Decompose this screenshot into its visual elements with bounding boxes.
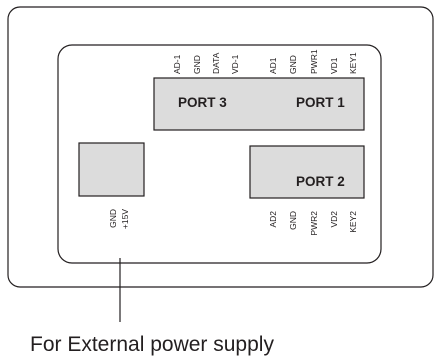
port-2-pin-pwr2: PWR2 [309, 211, 319, 236]
port-3-1-block [153, 77, 365, 131]
device-enclosure [7, 6, 434, 288]
external-power-caption: For External power supply [30, 333, 274, 356]
port-2-pin-key2: KEY2 [348, 211, 358, 233]
port-1-pin-vd1: VD1 [329, 57, 339, 74]
port-1-pin-gnd: GND [288, 55, 298, 74]
port-2-label: PORT 2 [296, 174, 345, 189]
port-3-label: PORT 3 [178, 95, 227, 110]
port-1-pin-ad1: AD1 [268, 57, 278, 74]
port-1-pin-key1: KEY1 [348, 52, 358, 74]
port-1-label: PORT 1 [296, 95, 345, 110]
power-pin-gnd: GND [108, 209, 118, 228]
port-3-pin-data: DATA [211, 52, 221, 74]
port-3-pin-vd-1: VD-1 [230, 54, 240, 74]
port-2-pin-gnd: GND [288, 211, 298, 230]
port-3-pin-ad-1: AD-1 [172, 54, 182, 74]
port-2-pin-vd2: VD2 [329, 211, 339, 228]
port-2-block [249, 145, 365, 199]
port-3-pin-gnd: GND [192, 55, 202, 74]
port-2-pin-ad2: AD2 [268, 211, 278, 228]
power-pin-15v: +15V [120, 209, 130, 229]
port-1-pin-pwr1: PWR1 [309, 49, 319, 74]
connector-panel [57, 44, 382, 264]
power-supply-block [78, 142, 145, 197]
